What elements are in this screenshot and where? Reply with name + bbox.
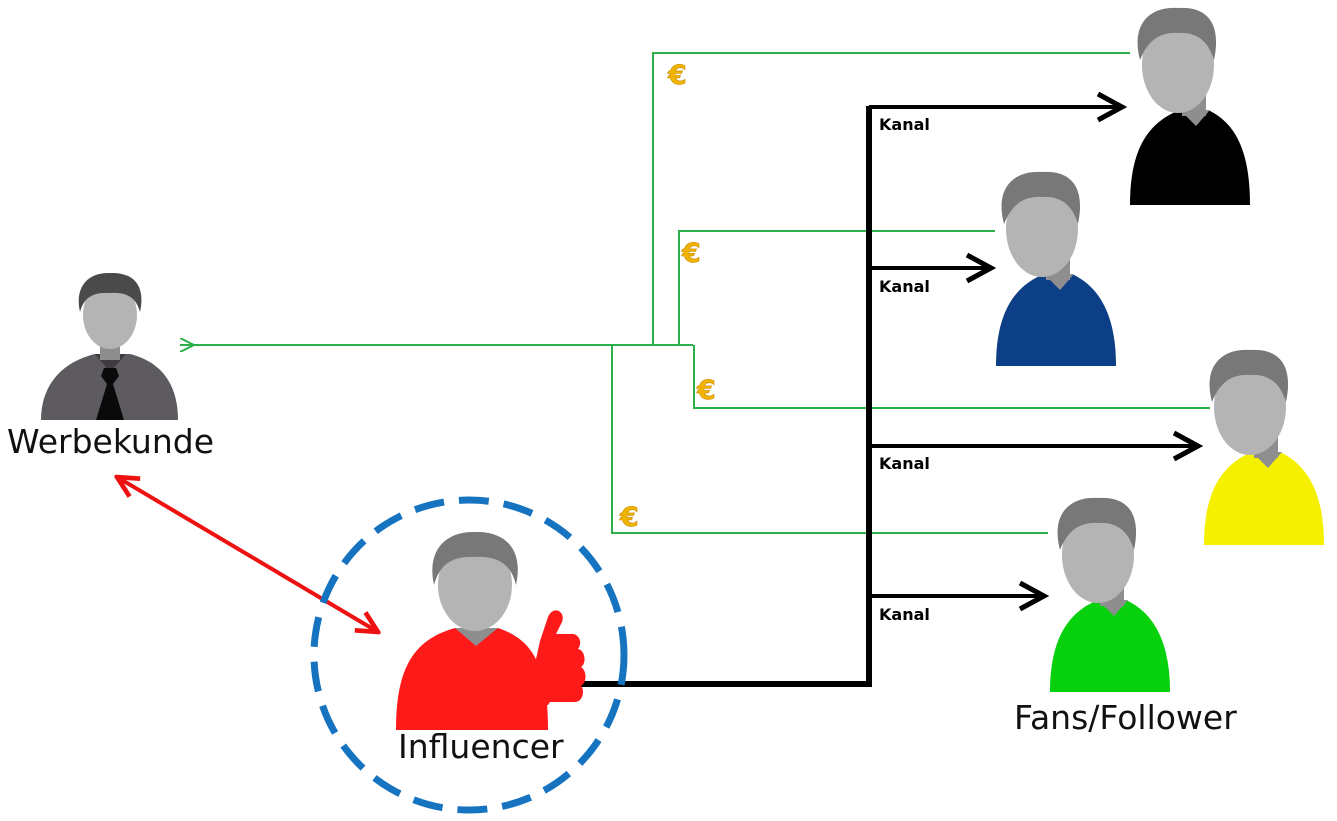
euro-icon: €	[667, 60, 687, 91]
money-line-blue-follower	[678, 230, 995, 345]
arrow-icon	[1096, 91, 1128, 123]
follower-yellow-person-icon	[1204, 349, 1324, 545]
channel-label: Kanal	[879, 454, 930, 473]
money-flow-lines	[180, 52, 1210, 534]
money-line-black-follower	[652, 52, 1130, 345]
channel-label: Kanal	[879, 115, 930, 134]
euro-symbols: € € € €	[619, 60, 716, 534]
arrow-icon	[1018, 580, 1050, 612]
advertiser-influencer-relation-arrow	[117, 477, 378, 632]
advertiser-label: Werbekunde	[7, 422, 214, 461]
euro-icon: €	[696, 375, 716, 406]
influencer-label: Influencer	[398, 727, 564, 766]
advertiser-person-icon: Werbekunde	[7, 272, 214, 461]
follower-black-person-icon	[1130, 7, 1250, 205]
thumbs-up-icon	[522, 610, 586, 705]
follower-blue-person-icon	[996, 171, 1116, 366]
channel-labels: Kanal Kanal Kanal Kanal	[879, 115, 930, 624]
channel-label: Kanal	[879, 277, 930, 296]
euro-icon: €	[619, 502, 639, 533]
influencer-highlight-ring	[310, 496, 628, 814]
channel-lines	[580, 91, 1204, 687]
channel-trunk	[580, 106, 872, 687]
money-line-yellow-follower	[693, 345, 1210, 409]
channel-label: Kanal	[879, 605, 930, 624]
money-line-green-follower	[611, 345, 1048, 534]
influencer-person-icon: Influencer	[396, 531, 586, 766]
euro-icon: €	[681, 238, 701, 269]
arrow-icon	[1172, 430, 1204, 462]
followers-label: Fans/Follower	[1014, 698, 1237, 737]
follower-green-person-icon	[1050, 497, 1170, 692]
arrow-icon	[965, 252, 997, 284]
